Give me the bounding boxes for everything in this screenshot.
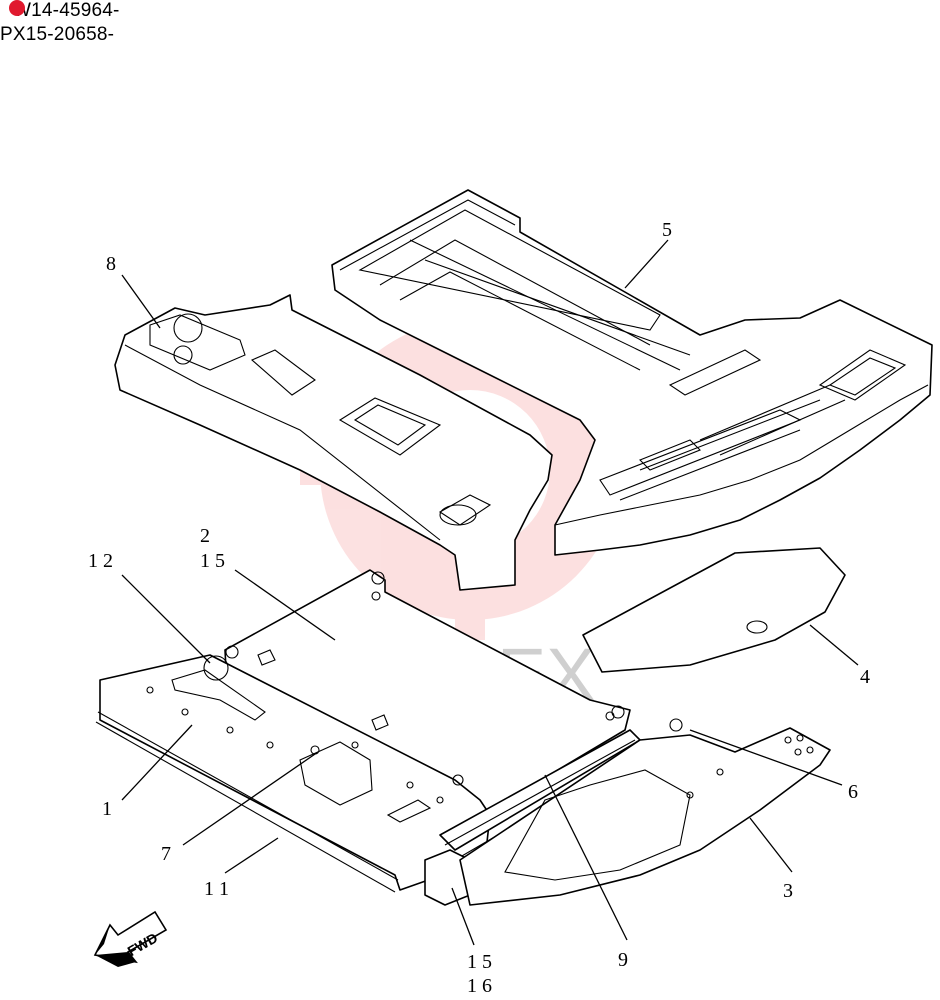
callout-16: 1 6 (467, 975, 492, 997)
callout-2: 2 (200, 525, 210, 547)
leader-lines (121, 239, 859, 946)
callout-11: 1 1 (204, 878, 229, 900)
part-number-line-1: W14-45964- (9, 0, 120, 22)
callout-1: 1 (102, 798, 112, 820)
callout-7: 7 (161, 843, 171, 865)
callout-8: 8 (106, 253, 116, 275)
part-number-text-2: PX15-20658- (0, 24, 115, 45)
part-4-pad (582, 547, 846, 673)
callout-6: 6 (848, 781, 858, 803)
callout-5: 5 (662, 219, 672, 241)
callout-9: 9 (618, 949, 628, 971)
callout-15-upper: 1 5 (200, 550, 225, 572)
callout-12: 1 2 (88, 550, 113, 572)
callout-15-lower: 1 5 (467, 951, 492, 973)
red-marker-dot (9, 0, 25, 16)
part-3-side-plate (459, 718, 831, 906)
part-1-main-plate (95, 654, 491, 893)
callout-3: 3 (783, 880, 793, 902)
part-number-line-2: PX15-20658- (0, 24, 114, 46)
callout-4: 4 (860, 666, 870, 688)
part-5-floor-mat (331, 189, 933, 556)
part-8-floor-panel (114, 294, 553, 591)
fwd-arrow-icon: FWD (93, 910, 168, 967)
part-number-text-1: W14-45964- (13, 0, 120, 21)
